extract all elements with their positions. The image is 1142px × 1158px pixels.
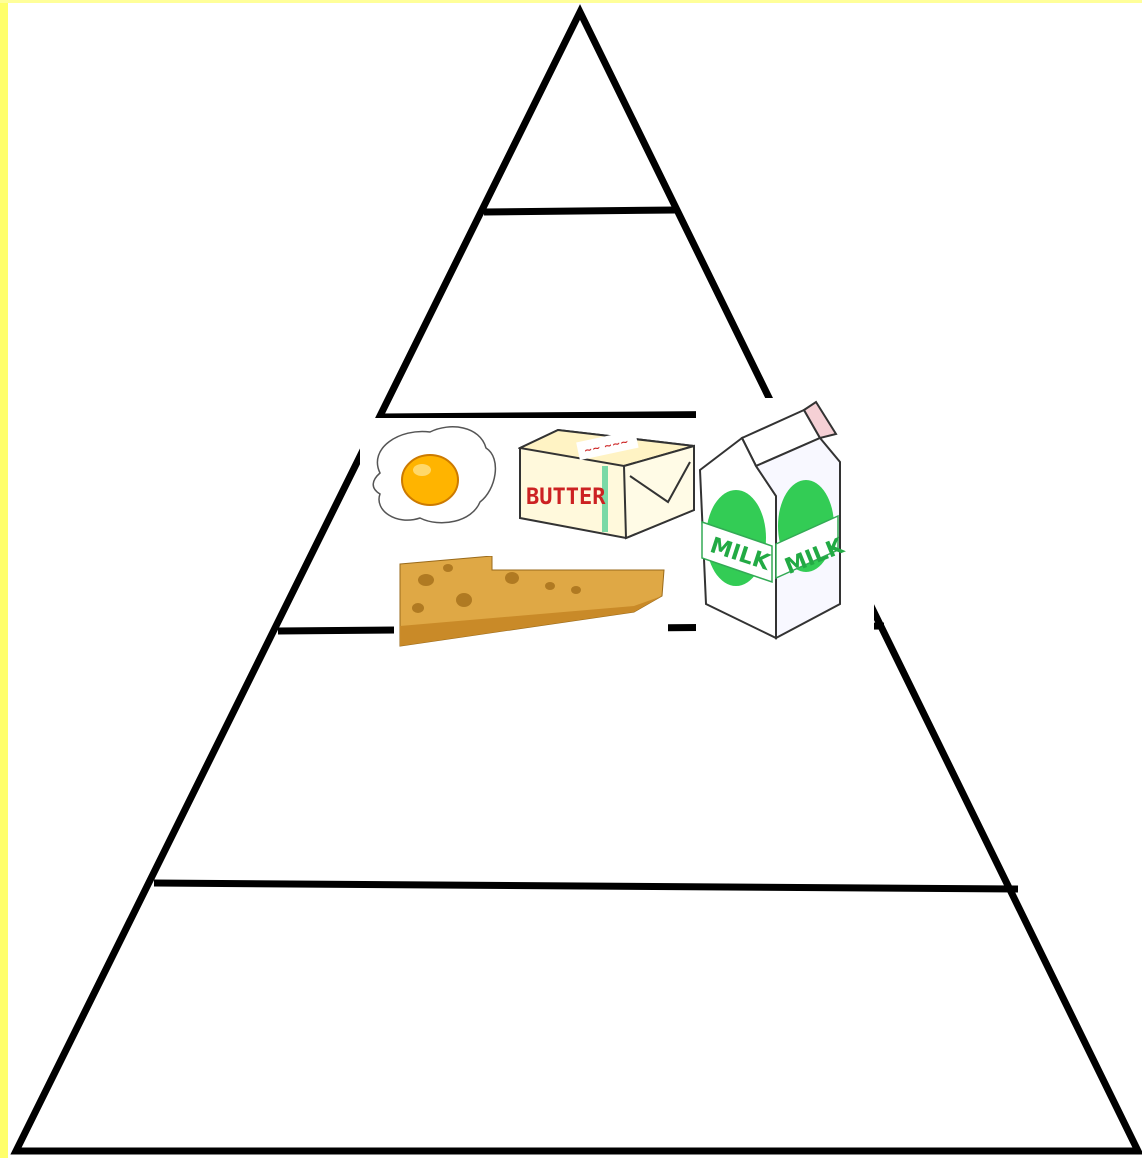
cheese-picture xyxy=(394,556,668,650)
milk-picture: MILK MILK xyxy=(696,398,874,646)
tier-divider-4 xyxy=(154,883,1018,889)
fried-egg-icon xyxy=(360,418,518,544)
egg-picture xyxy=(360,418,518,544)
tier-divider-1 xyxy=(484,210,676,212)
cheese-icon xyxy=(394,556,668,650)
butter-label: BUTTER xyxy=(526,485,606,510)
butter-picture: ~~ ~~~ BUTTER xyxy=(518,418,696,540)
butter-icon: ~~ ~~~ BUTTER xyxy=(518,418,696,540)
milk-carton-icon: MILK MILK xyxy=(696,398,874,646)
